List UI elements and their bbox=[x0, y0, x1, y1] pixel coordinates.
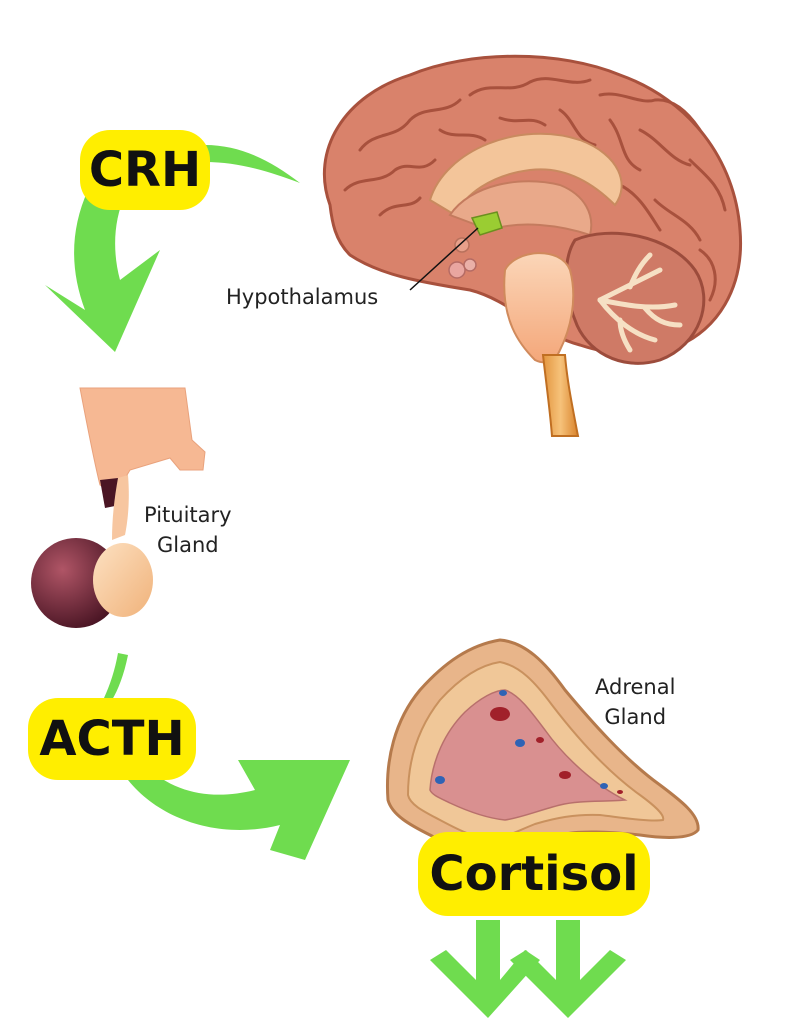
optic-chiasm bbox=[454, 237, 470, 253]
corpus-callosum bbox=[428, 132, 623, 217]
arrow-brain-to-crh bbox=[205, 145, 300, 183]
brain-gyri bbox=[343, 77, 727, 302]
hormone-label-acth: ACTH bbox=[28, 698, 196, 780]
mammillary-body bbox=[463, 258, 477, 272]
adrenal-label-line1: Adrenal bbox=[595, 675, 676, 699]
hormone-label-crh: CRH bbox=[80, 130, 210, 210]
hypothalamus-pointer bbox=[409, 227, 479, 291]
vessel-red bbox=[536, 737, 544, 743]
pituitary-illustration bbox=[31, 387, 206, 628]
arrow-pituitary-to-acth bbox=[104, 653, 128, 700]
brainstem bbox=[503, 252, 575, 364]
vessel-blue bbox=[435, 776, 445, 784]
arbor-vitae bbox=[597, 252, 683, 353]
vessel-blue bbox=[600, 783, 608, 789]
pituitary-infundibulum bbox=[112, 475, 129, 540]
spinal-cord bbox=[541, 354, 580, 437]
hormone-label-cortisol: Cortisol bbox=[418, 832, 650, 916]
organ-label-pituitary: Pituitary Gland bbox=[144, 500, 232, 560]
cortisol-down-arrow-right bbox=[510, 920, 626, 1018]
vessel-blue bbox=[499, 690, 507, 696]
flow-arrows bbox=[45, 145, 626, 1018]
vessel-red bbox=[559, 771, 571, 779]
vessel-red bbox=[617, 790, 623, 794]
adrenal-label-line2: Gland bbox=[604, 705, 667, 729]
organ-label-hypothalamus: Hypothalamus bbox=[226, 285, 379, 309]
arrow-acth-to-adrenal bbox=[128, 760, 350, 860]
adrenal-medulla bbox=[429, 689, 628, 821]
organ-label-adrenal: Adrenal Gland bbox=[595, 672, 675, 732]
cortisol-down-arrow-left bbox=[430, 920, 540, 1018]
pituitary-label-line2: Gland bbox=[156, 533, 219, 557]
pituitary-label-line1: Pituitary bbox=[144, 503, 232, 527]
anterior-pituitary bbox=[93, 543, 153, 617]
arrow-crh-to-pituitary bbox=[45, 190, 160, 352]
brain-illustration bbox=[322, 54, 743, 437]
pituitary-stalk-base bbox=[79, 387, 206, 496]
vessel-blue bbox=[515, 739, 525, 747]
vessel-red bbox=[490, 707, 510, 721]
adrenal-illustration bbox=[386, 638, 700, 862]
pituitary-in-brain bbox=[448, 261, 466, 279]
